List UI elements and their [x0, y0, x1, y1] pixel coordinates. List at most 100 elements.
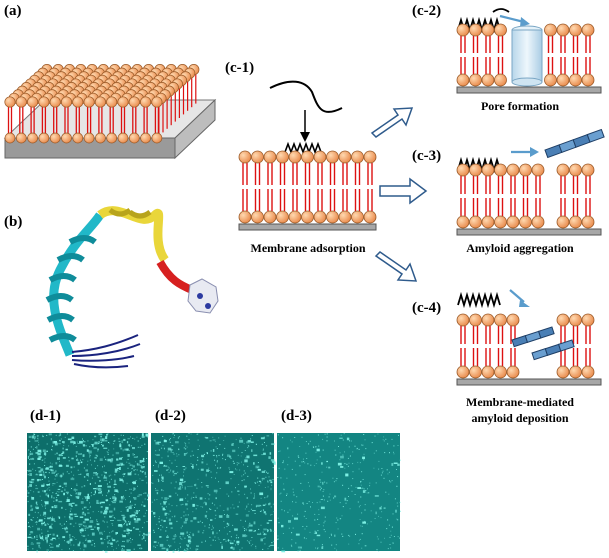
- speck: [40, 514, 41, 516]
- speck: [82, 529, 84, 531]
- speck: [317, 434, 319, 436]
- speck: [97, 465, 99, 467]
- speck: [133, 527, 135, 529]
- speck: [322, 491, 324, 492]
- speck: [324, 531, 326, 533]
- speck: [189, 531, 191, 533]
- speck: [104, 471, 107, 474]
- speck: [267, 480, 269, 482]
- speck: [215, 477, 216, 479]
- speck: [340, 434, 342, 436]
- speck: [31, 508, 34, 510]
- speck: [104, 465, 105, 467]
- lipid-head: [117, 96, 129, 108]
- speck: [33, 433, 35, 436]
- speck: [92, 439, 94, 441]
- speck: [358, 543, 360, 545]
- speck: [209, 536, 211, 538]
- speck: [167, 497, 169, 499]
- speck: [260, 532, 261, 534]
- speck: [51, 523, 53, 525]
- speck: [265, 503, 267, 505]
- speck: [161, 479, 162, 481]
- speck: [61, 549, 63, 551]
- speck: [346, 463, 348, 465]
- speck: [64, 488, 66, 491]
- speck: [83, 544, 87, 548]
- speck: [201, 482, 203, 483]
- speck: [157, 527, 159, 529]
- speck: [134, 454, 135, 456]
- speck: [45, 535, 47, 537]
- speck: [303, 537, 305, 539]
- lipid-head: [581, 23, 595, 37]
- speck: [69, 538, 73, 542]
- speck: [154, 470, 158, 472]
- speck: [250, 470, 252, 472]
- speck: [123, 434, 124, 436]
- speck: [301, 489, 303, 491]
- speck: [255, 483, 257, 484]
- speck: [162, 526, 164, 528]
- lipid-head: [363, 210, 377, 224]
- speck: [137, 440, 139, 442]
- speck: [172, 472, 174, 474]
- speck: [256, 481, 258, 483]
- speck: [79, 440, 83, 444]
- speck: [332, 477, 334, 479]
- speck: [120, 500, 122, 502]
- speck: [260, 482, 262, 484]
- speck: [179, 482, 183, 486]
- speck: [81, 486, 83, 488]
- speck: [128, 496, 130, 497]
- speck: [354, 445, 356, 447]
- speck: [140, 466, 145, 469]
- block-lipid-heads: [4, 64, 200, 144]
- speck: [51, 495, 53, 499]
- speck: [77, 496, 79, 499]
- speck: [281, 550, 286, 553]
- speck: [293, 494, 295, 496]
- speck: [373, 503, 375, 505]
- speck: [340, 455, 344, 459]
- speck: [153, 541, 157, 543]
- speck: [380, 541, 382, 543]
- speck: [51, 449, 53, 451]
- speck: [235, 544, 236, 546]
- speck: [227, 454, 230, 457]
- speck: [236, 540, 240, 544]
- speck: [375, 482, 377, 484]
- speck: [212, 539, 214, 541]
- speck: [286, 477, 288, 479]
- speck: [80, 531, 82, 533]
- speck: [90, 528, 94, 530]
- speck: [39, 495, 41, 497]
- speck: [291, 441, 293, 443]
- speck: [113, 549, 114, 551]
- speck: [163, 440, 167, 443]
- speck: [82, 535, 86, 537]
- speck: [209, 470, 211, 471]
- speck: [136, 469, 138, 471]
- speck: [349, 508, 351, 510]
- speck: [329, 537, 330, 539]
- speck: [94, 482, 96, 484]
- lipid-head: [363, 150, 377, 164]
- speck: [342, 506, 344, 508]
- speck: [82, 498, 84, 500]
- speck: [185, 445, 187, 447]
- speck: [362, 490, 366, 493]
- lipid-head: [38, 132, 50, 144]
- speck: [44, 457, 46, 459]
- speck: [385, 438, 387, 440]
- speck: [41, 522, 45, 525]
- speck: [267, 495, 269, 497]
- speck: [65, 491, 69, 494]
- speck: [32, 525, 34, 527]
- pointer-arrow-c3: [530, 147, 539, 157]
- speck: [52, 484, 54, 486]
- speck: [157, 443, 159, 445]
- speck: [355, 486, 357, 488]
- speck: [180, 532, 185, 535]
